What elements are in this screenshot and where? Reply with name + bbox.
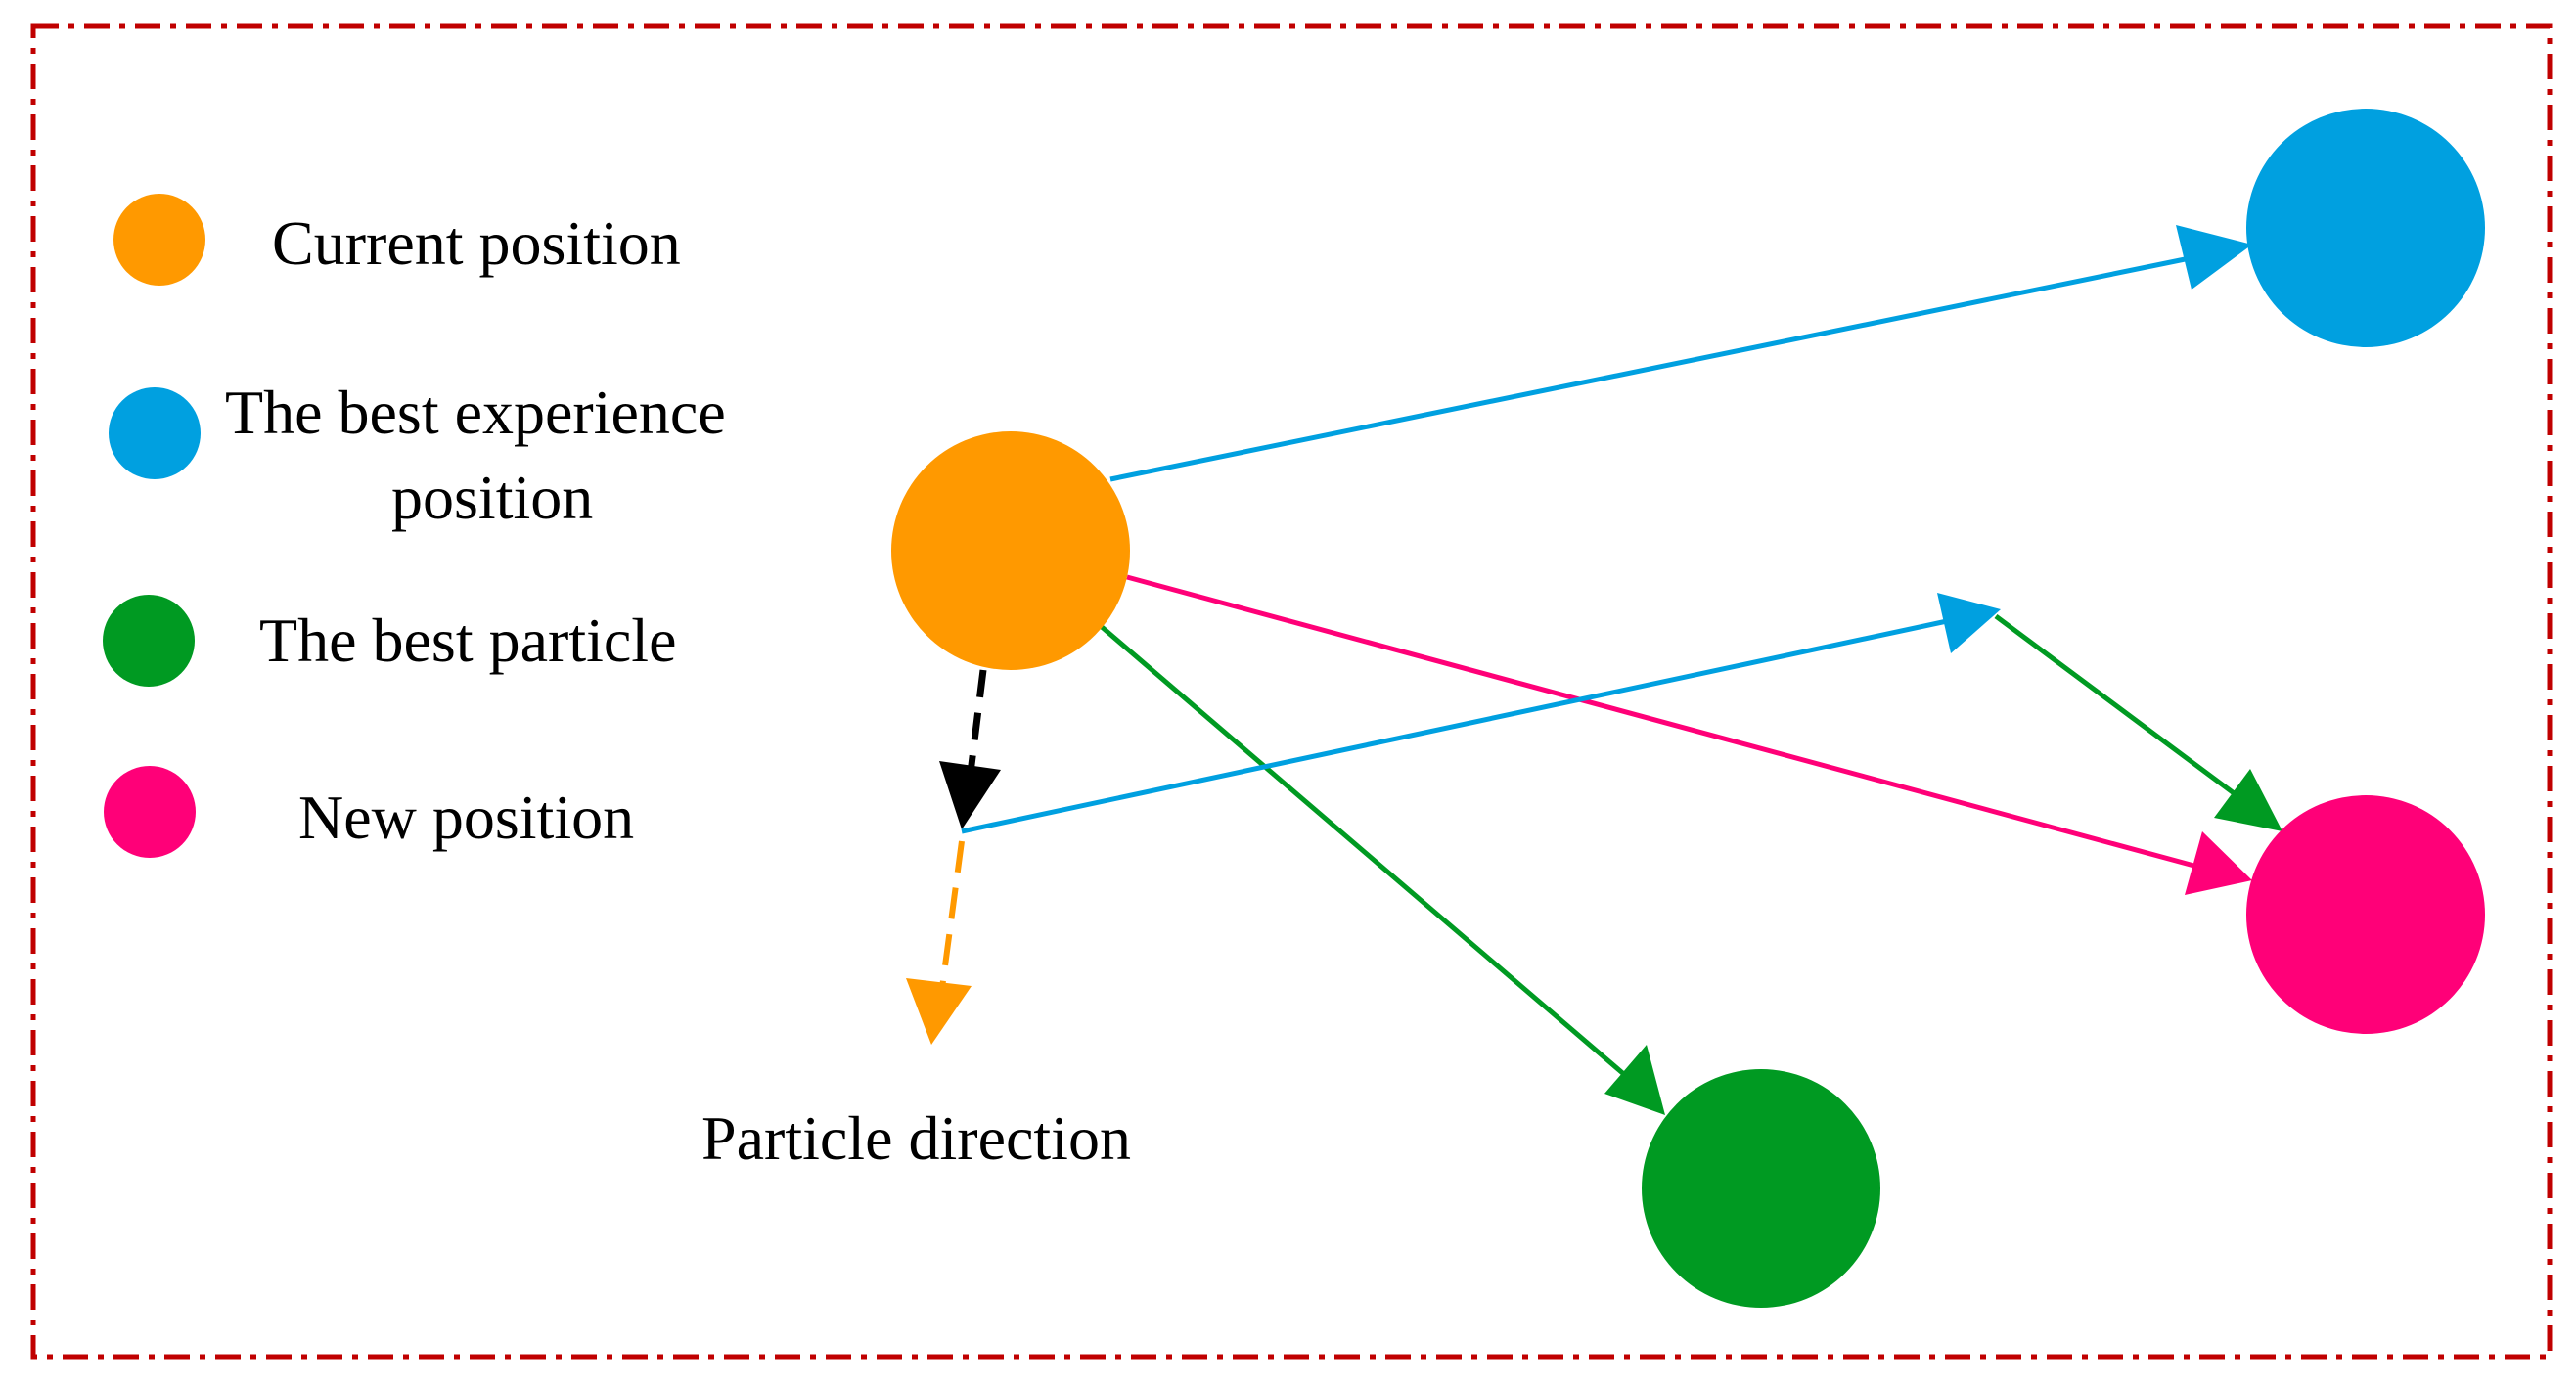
legend-best-particle-label: The best particle <box>259 605 676 675</box>
arrow-experience-component <box>961 618 1948 834</box>
arrow-inertia <box>967 669 987 774</box>
legend-best-experience-dot <box>109 387 201 479</box>
legend-best-experience-label-line1: The best experience <box>225 378 726 447</box>
nodes <box>891 109 2485 1308</box>
legend-best-particle-dot <box>103 595 195 687</box>
legend: Current position The best experience pos… <box>103 194 726 858</box>
arrowhead-best-particle <box>1604 1045 1665 1115</box>
arrowhead-social-component <box>2214 769 2282 831</box>
arrow-current-to-new-position <box>1126 574 2202 871</box>
arrows <box>906 225 2282 1115</box>
arrow-social-component <box>1994 613 2242 801</box>
arrowhead-new-position <box>2185 831 2252 895</box>
legend-best-experience-label-line2: position <box>391 463 593 532</box>
particle-direction-label: Particle direction <box>701 1103 1131 1173</box>
arrowhead-experience-component <box>1937 593 2001 653</box>
arrow-current-to-best-particle <box>1099 624 1628 1078</box>
arrowhead-inertia <box>939 761 1001 829</box>
legend-current-dot <box>113 194 205 286</box>
arrow-current-to-best-experience <box>1109 253 2200 482</box>
node-best-experience-position <box>2246 109 2485 347</box>
legend-new-position-dot <box>104 766 196 858</box>
arrowhead-best-experience <box>2176 225 2252 290</box>
node-new-position <box>2246 795 2485 1034</box>
arrowhead-particle-direction <box>906 978 972 1045</box>
legend-current-label: Current position <box>272 208 681 278</box>
diagram-border <box>30 23 2553 1360</box>
node-best-particle <box>1642 1069 1880 1308</box>
node-current-position <box>891 431 1130 670</box>
arrow-particle-direction <box>939 840 965 989</box>
legend-new-position-label: New position <box>298 783 634 852</box>
